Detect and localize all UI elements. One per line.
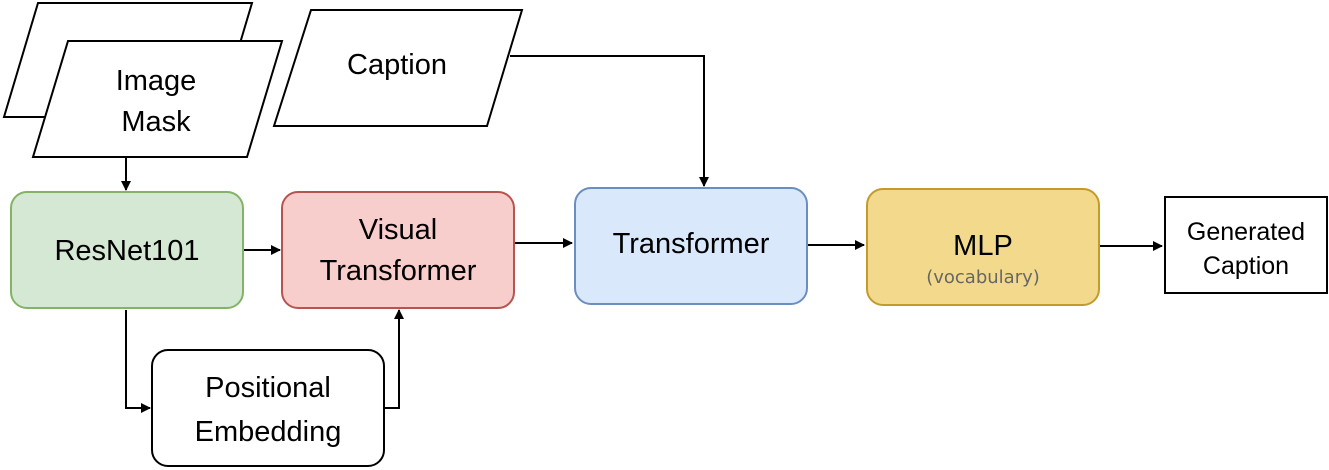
edge-caption-to-transformer: [510, 55, 709, 187]
resnet-label: ResNet101: [54, 235, 199, 267]
edge-positional-embedding-to-visual-transformer: [384, 309, 404, 409]
visual-transformer-label-line1: Visual: [359, 214, 437, 246]
resnet-node: ResNet101: [10, 191, 244, 309]
mlp-node: MLP (vocabulary): [866, 188, 1100, 306]
mlp-label: MLP: [953, 230, 1013, 262]
visual-transformer-box: [281, 191, 515, 309]
visual-transformer-node: Visual Transformer: [281, 191, 515, 309]
image-mask-label-line1: Image: [116, 65, 197, 97]
edge-resnet-to-positional-embedding: [125, 310, 151, 413]
generated-caption-box: [1164, 196, 1328, 294]
transformer-node: Transformer: [574, 187, 808, 305]
generated-caption-label-line2: Caption: [1203, 252, 1289, 280]
positional-embedding-node: Positional Embedding: [151, 349, 385, 467]
mlp-box: [866, 188, 1100, 306]
transformer-label: Transformer: [613, 228, 770, 260]
positional-embedding-box: [151, 349, 385, 467]
transformer-box: [574, 187, 808, 305]
visual-transformer-label-line2: Transformer: [320, 255, 477, 287]
image-mask-node: Image Mask: [2, 2, 284, 158]
caption-label: Caption: [347, 49, 447, 81]
positional-embedding-label-line2: Embedding: [195, 416, 342, 448]
positional-embedding-label-line1: Positional: [205, 372, 331, 404]
mlp-sublabel: (vocabulary): [926, 267, 1040, 288]
edges: [121, 55, 1163, 413]
generated-caption-node: Generated Caption: [1164, 196, 1328, 294]
image-mask-front-shape: [31, 40, 284, 158]
caption-shape: [272, 9, 524, 127]
image-mask-label-line2: Mask: [121, 106, 191, 138]
caption-node: Caption: [272, 9, 524, 127]
generated-caption-label-line1: Generated: [1187, 218, 1305, 246]
resnet-box: [10, 191, 244, 309]
